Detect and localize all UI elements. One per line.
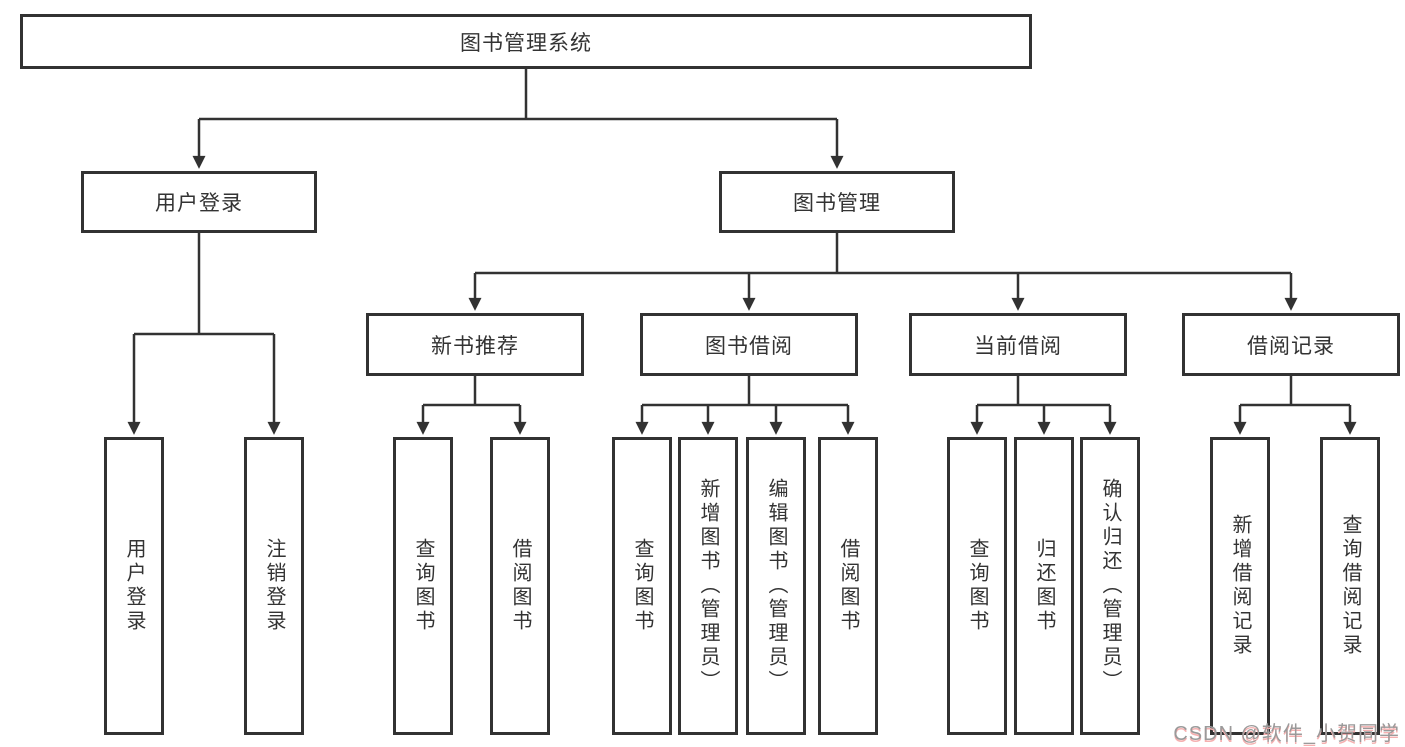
leaf-borrow-books-label: 借阅图书: [837, 538, 859, 634]
node-library-system: 图书管理系统: [20, 14, 1032, 69]
leaf-logout-label: 注销登录: [263, 538, 285, 634]
node-current-borrow-label: 当前借阅: [974, 334, 1062, 358]
leaf-query-borrow-record: 查询借阅记录: [1320, 437, 1380, 735]
node-borrow-records: 借阅记录: [1182, 313, 1400, 376]
node-user-login: 用户登录: [81, 171, 317, 233]
node-current-borrow: 当前借阅: [909, 313, 1127, 376]
leaf-edit-books-admin: 编辑图书（管理员）: [746, 437, 806, 735]
leaf-current-query-books-label: 查询图书: [966, 538, 988, 634]
leaf-recommend-borrow-books-label: 借阅图书: [509, 538, 531, 634]
leaf-confirm-return-admin: 确认归还（管理员）: [1080, 437, 1140, 735]
node-book-management: 图书管理: [719, 171, 955, 233]
leaf-logout: 注销登录: [244, 437, 304, 735]
csdn-watermark: CSDN @软件_小贺同学: [1173, 723, 1400, 745]
leaf-edit-books-admin-label: 编辑图书（管理员）: [765, 478, 787, 694]
leaf-borrow-query-books: 查询图书: [612, 437, 672, 735]
leaf-return-books: 归还图书: [1014, 437, 1074, 735]
leaf-recommend-query-books-label: 查询图书: [412, 538, 434, 634]
leaf-borrow-query-books-label: 查询图书: [631, 538, 653, 634]
leaf-return-books-label: 归还图书: [1033, 538, 1055, 634]
leaf-recommend-query-books: 查询图书: [393, 437, 453, 735]
node-book-management-label: 图书管理: [793, 192, 881, 215]
node-user-login-label: 用户登录: [155, 192, 243, 215]
leaf-add-borrow-record-label: 新增借阅记录: [1229, 514, 1251, 658]
node-library-system-label: 图书管理系统: [460, 31, 592, 55]
node-book-borrow-label: 图书借阅: [705, 334, 793, 358]
leaf-borrow-books: 借阅图书: [818, 437, 878, 735]
leaf-current-query-books: 查询图书: [947, 437, 1007, 735]
leaf-confirm-return-admin-label: 确认归还（管理员）: [1099, 478, 1121, 694]
leaf-query-borrow-record-label: 查询借阅记录: [1339, 514, 1361, 658]
node-new-book-recommend-label: 新书推荐: [431, 334, 519, 358]
node-new-book-recommend: 新书推荐: [366, 313, 584, 376]
leaf-add-books-admin-label: 新增图书（管理员）: [697, 478, 719, 694]
leaf-add-borrow-record: 新增借阅记录: [1210, 437, 1270, 735]
leaf-user-login-label: 用户登录: [123, 538, 145, 634]
node-book-borrow: 图书借阅: [640, 313, 858, 376]
node-borrow-records-label: 借阅记录: [1247, 334, 1335, 358]
leaf-add-books-admin: 新增图书（管理员）: [678, 437, 738, 735]
leaf-user-login: 用户登录: [104, 437, 164, 735]
leaf-recommend-borrow-books: 借阅图书: [490, 437, 550, 735]
